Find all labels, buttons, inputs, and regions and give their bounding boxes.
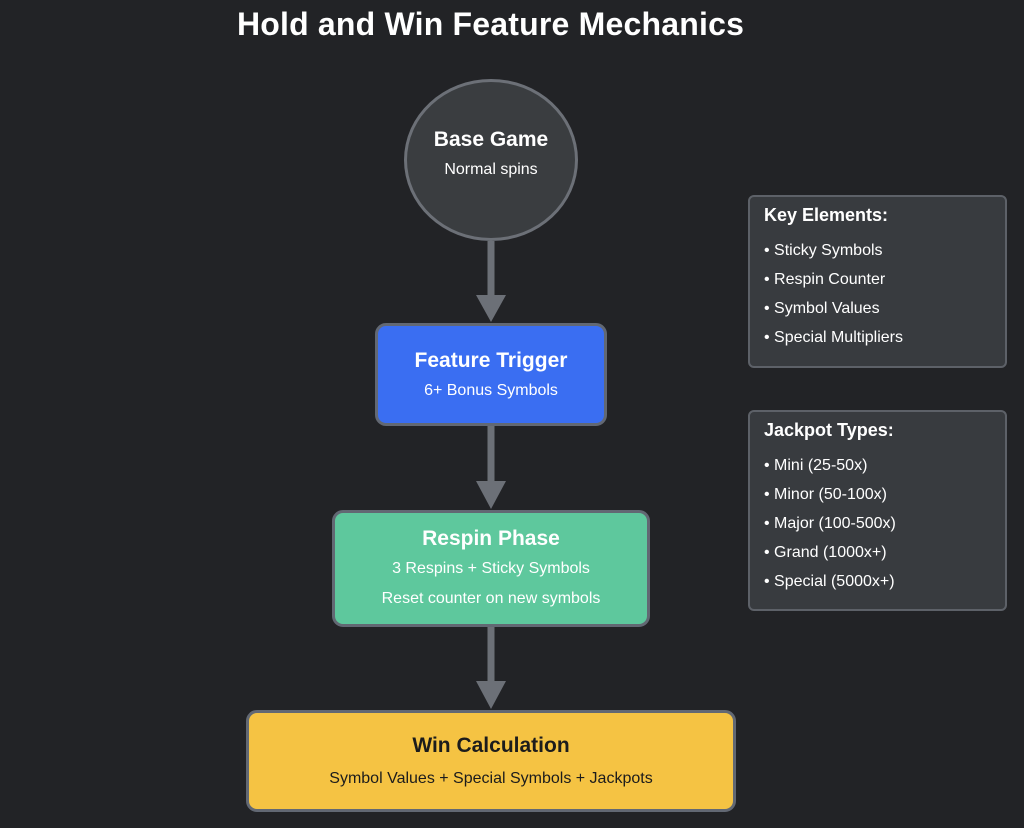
jackpot-types-item: • Mini (25-50x) — [764, 457, 868, 474]
jackpot-types-item: • Special (5000x+) — [764, 573, 895, 590]
respin-phase-line2: Reset counter on new symbols — [381, 590, 601, 607]
base-game-title: Base Game — [433, 127, 549, 151]
jackpot-types-panel: Jackpot Types: • Mini (25-50x) • Minor (… — [748, 410, 1007, 611]
base-game-subtitle: Normal spins — [444, 160, 538, 178]
feature-trigger-node: Feature Trigger 6+ Bonus Symbols — [375, 323, 607, 426]
respin-phase-node: Respin Phase 3 Respins + Sticky Symbols … — [332, 510, 650, 627]
key-elements-item: • Sticky Symbols — [764, 242, 883, 259]
arrowhead-respin-to-win — [476, 681, 506, 709]
arrowhead-base-to-trigger — [476, 295, 506, 322]
key-elements-item: • Special Multipliers — [764, 329, 903, 346]
feature-trigger-subtitle: 6+ Bonus Symbols — [424, 382, 558, 399]
jackpot-types-title: Jackpot Types: — [764, 420, 894, 440]
respin-phase-title: Respin Phase — [422, 527, 560, 550]
win-calculation-subtitle: Symbol Values + Special Symbols + Jackpo… — [329, 770, 653, 787]
diagram-title: Hold and Win Feature Mechanics — [236, 6, 745, 42]
key-elements-panel: Key Elements: • Sticky Symbols • Respin … — [748, 195, 1007, 368]
jackpot-types-item: • Grand (1000x+) — [764, 544, 887, 561]
respin-phase-line1: 3 Respins + Sticky Symbols — [392, 560, 590, 577]
key-elements-item: • Respin Counter — [764, 271, 886, 288]
win-calculation-node: Win Calculation Symbol Values + Special … — [246, 710, 736, 812]
jackpot-types-item: • Minor (50-100x) — [764, 486, 887, 503]
jackpot-types-item: • Major (100-500x) — [764, 515, 896, 532]
key-elements-title: Key Elements: — [764, 205, 889, 225]
win-calculation-title: Win Calculation — [412, 734, 570, 757]
base-game-node: Base Game Normal spins — [404, 79, 578, 241]
arrowhead-trigger-to-respin — [476, 481, 506, 509]
key-elements-item: • Symbol Values — [764, 300, 880, 317]
feature-trigger-title: Feature Trigger — [414, 349, 568, 372]
